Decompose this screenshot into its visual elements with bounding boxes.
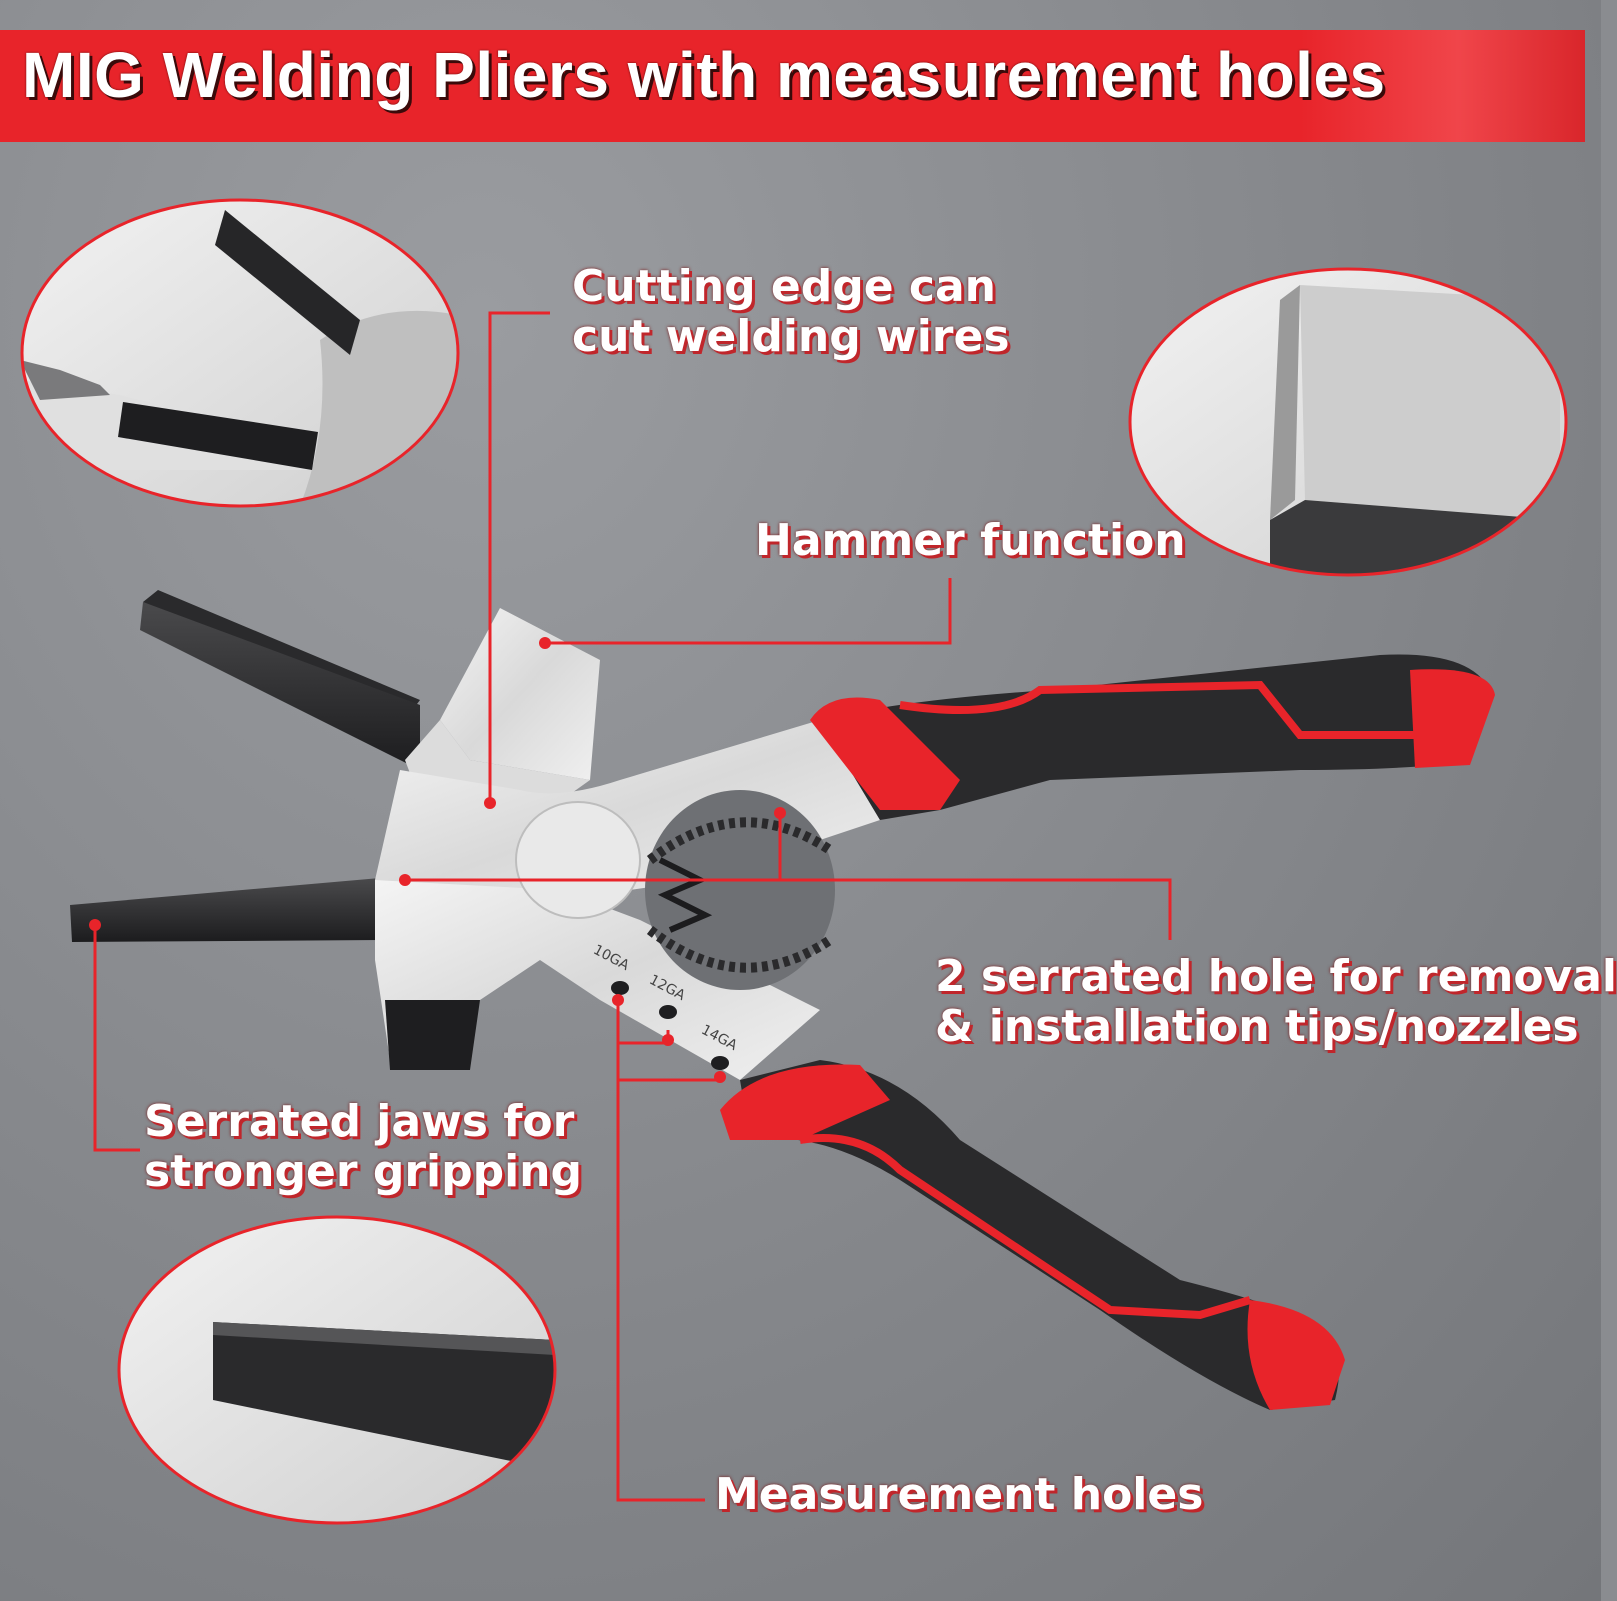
serrated-jaws-line-2: stronger gripping [144,1146,583,1197]
cutting-edge-line-2: cut welding wires [572,311,1010,362]
measurement-holes-label: Measurement holes [715,1469,1204,1520]
leader-dots [89,637,786,1083]
leader-lines [93,311,1172,1502]
serrated-hole-line-1: 2 serrated hole for removal [935,951,1617,1002]
title-banner [0,30,1585,142]
hammer-function-label: Hammer function [755,515,1186,566]
pliers [70,590,1495,1410]
serrated-hole-line-2: & installation tips/nozzles [935,1001,1579,1052]
serrated-hole-label: 2 serrated hole for removal & installati… [935,952,1617,1052]
banner-title: MIG Welding Pliers with measurement hole… [22,39,1386,111]
cutting-edge-line-1: Cutting edge can [572,261,996,312]
zoom-serrated-jaws [117,1215,557,1525]
zoom-cutting-edge [20,198,460,508]
serrated-jaws-label: Serrated jaws for stronger gripping [144,1097,582,1197]
zoom-hammer-face [1128,267,1568,577]
serrated-jaws-line-1: Serrated jaws for [144,1096,575,1147]
cutting-edge-label: Cutting edge can cut welding wires [572,262,1010,362]
